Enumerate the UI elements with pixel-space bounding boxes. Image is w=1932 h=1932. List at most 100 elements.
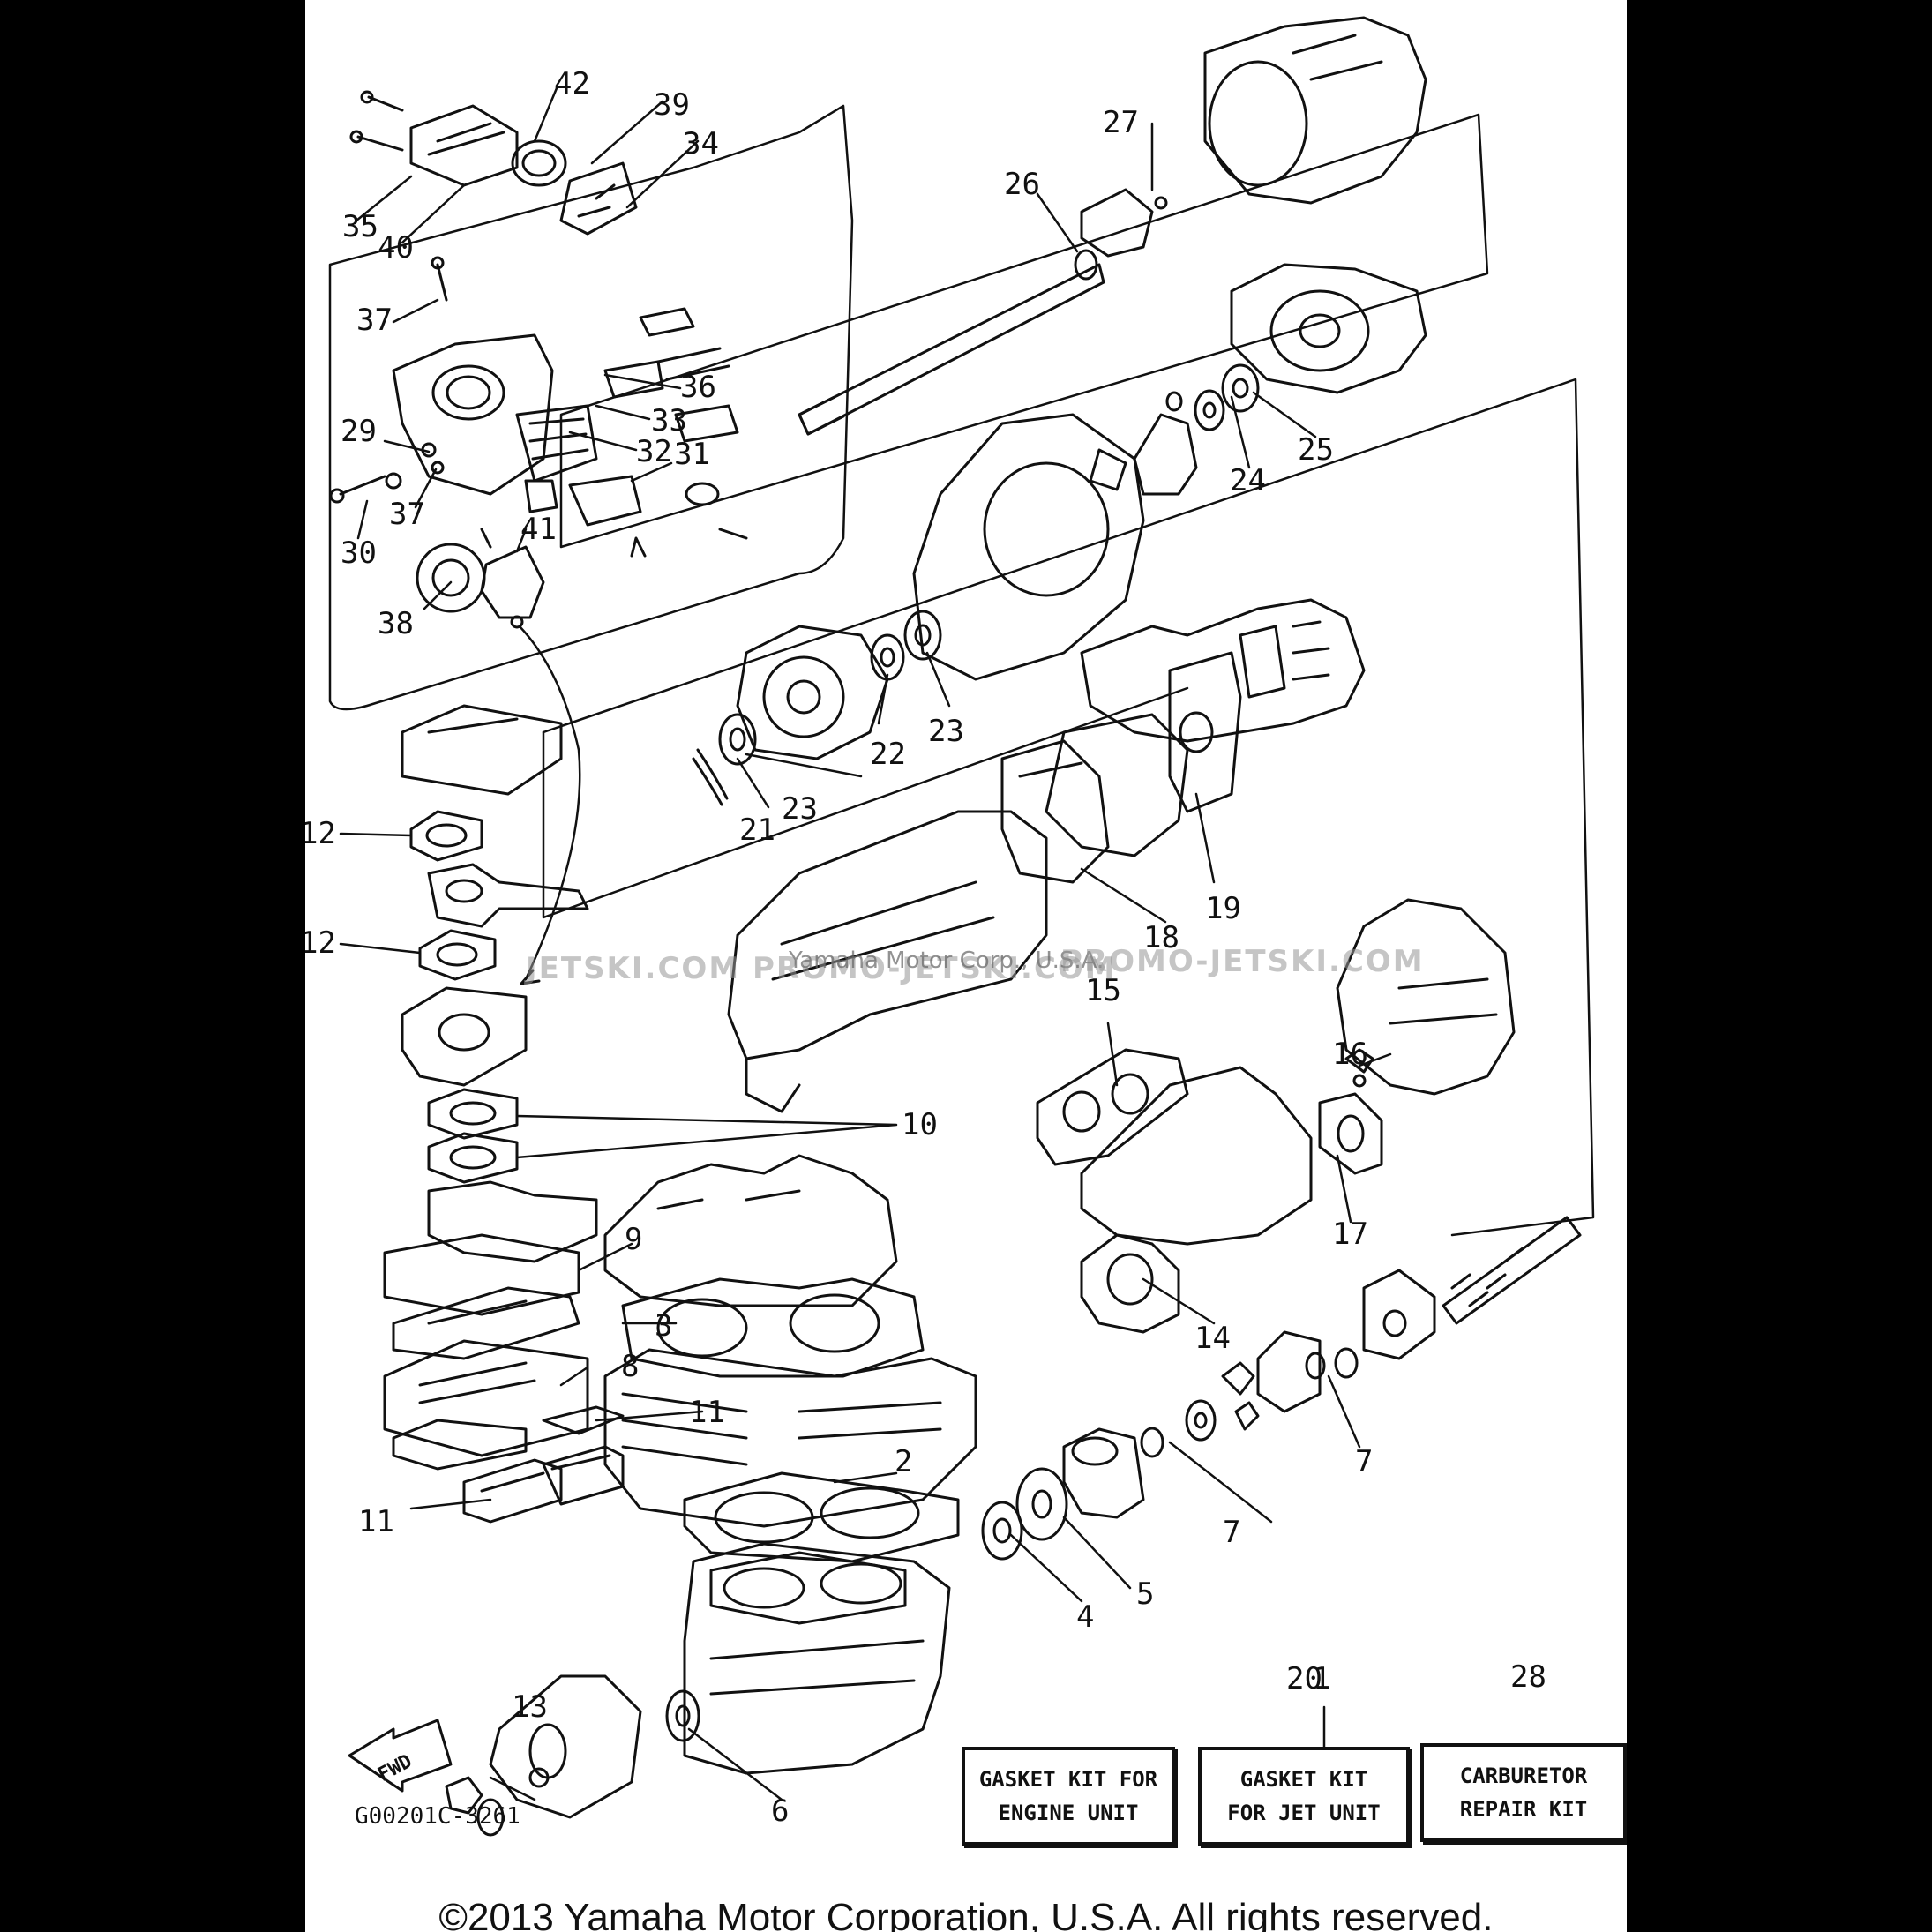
callout-33: 33 <box>651 403 687 438</box>
callout-4: 4 <box>1076 1599 1095 1635</box>
callout-40: 40 <box>378 230 414 266</box>
callout-11-left: 11 <box>358 1504 394 1539</box>
kit-jet-line2: FOR JET UNIT <box>1227 1801 1381 1825</box>
carburetor-body <box>392 307 748 558</box>
callout-30: 30 <box>341 535 377 571</box>
kit-engine-line1: GASKET KIT FOR <box>978 1766 1158 1792</box>
seal-23-upper <box>903 610 942 661</box>
cylinder-head-gasket-3 <box>621 1277 925 1378</box>
callout-24: 24 <box>1230 463 1266 498</box>
kit-engine-line2: ENGINE UNIT <box>998 1801 1139 1825</box>
callout-16: 16 <box>1332 1037 1368 1072</box>
callout-35: 35 <box>342 209 378 244</box>
reed-valves-11 <box>462 1445 625 1524</box>
callout-31: 31 <box>674 437 710 472</box>
jet-unit-outline-lower <box>542 686 1189 919</box>
intake-manifold-lower <box>401 986 528 1087</box>
oil-seal-6 <box>665 1689 700 1742</box>
callout-37-upper: 37 <box>356 303 393 338</box>
callout-28: 28 <box>1510 1659 1546 1695</box>
bearing-nut <box>1185 1399 1217 1442</box>
copyright-text: ©2013 Yamaha Motor Corporation, U.S.A. A… <box>438 1896 1494 1932</box>
callout-7-lower: 7 <box>1223 1515 1241 1550</box>
gasket-12-lower <box>418 929 497 981</box>
exhaust-gasket-15 <box>1036 1048 1189 1166</box>
seal-25 <box>1221 363 1260 413</box>
muffler <box>727 810 1048 1113</box>
screws-carb-top <box>349 90 448 302</box>
cylinder-block <box>603 1348 977 1528</box>
jet-unit-outline-upper <box>559 113 1489 549</box>
kit-box-jet-gasket: GASKET KIT FOR JET UNIT <box>1198 1747 1410 1846</box>
exploded-parts-diagram <box>328 16 1595 1837</box>
callout-29: 29 <box>341 414 377 449</box>
callout-25: 25 <box>1298 432 1334 468</box>
watermark-center: Yamaha Motor Corp., U.S.A. <box>789 947 1105 974</box>
exhaust-manifold <box>1045 713 1189 857</box>
carburetor-top-cover <box>409 104 638 236</box>
callout-39: 39 <box>654 87 690 123</box>
callout-36: 36 <box>680 370 716 405</box>
o-ring-7-upper <box>1334 1347 1359 1379</box>
water-lock <box>1336 898 1516 1096</box>
drive-shaft <box>798 263 1105 436</box>
rubber-damper <box>1221 1330 1322 1431</box>
callout-12-upper: 12 <box>305 816 336 851</box>
gasket-17 <box>1318 1092 1383 1175</box>
callout-2: 2 <box>895 1444 913 1479</box>
callout-8: 8 <box>621 1349 640 1384</box>
reed-valve-base-9 <box>383 1233 580 1316</box>
leader-lines <box>339 86 1392 1801</box>
callout-19: 19 <box>1205 891 1241 926</box>
callout-13: 13 <box>512 1689 548 1725</box>
carburetor-group-outline <box>328 104 854 711</box>
callout-7-right: 7 <box>1355 1444 1374 1479</box>
callout-12-lower: 12 <box>305 925 336 961</box>
diagram-sheet: 42 39 34 35 40 37 36 33 29 32 31 37 30 4… <box>305 0 1627 1932</box>
callout-17: 17 <box>1332 1217 1368 1252</box>
impeller-housing <box>1230 263 1427 394</box>
reed-gasket-9 <box>392 1286 580 1360</box>
callout-21: 21 <box>739 812 775 848</box>
callout-11-right: 11 <box>689 1395 725 1430</box>
gasket-12-upper <box>409 810 483 862</box>
flywheel-cover-13 <box>489 1674 642 1819</box>
seal-24 <box>1194 389 1225 431</box>
bearing-22 <box>870 633 905 681</box>
oil-seal-5 <box>1015 1467 1068 1541</box>
callout-27: 27 <box>1103 105 1139 140</box>
crankcase <box>683 1542 951 1775</box>
diagram-code: G00201C-3261 <box>355 1803 520 1830</box>
kit-carb-line1: CARBURETOR <box>1459 1763 1588 1788</box>
kit-jet-line1: GASKET KIT <box>1239 1766 1368 1792</box>
small-fitting-bottom <box>445 1776 483 1815</box>
callout-41: 41 <box>520 512 557 547</box>
gaskets-10 <box>427 1088 519 1184</box>
callout-38: 38 <box>378 606 414 641</box>
callout-9: 9 <box>625 1222 643 1257</box>
callout-6: 6 <box>771 1793 790 1829</box>
coupling-14 <box>1080 1233 1180 1334</box>
circlip-21 <box>692 748 729 806</box>
callout-5: 5 <box>1136 1576 1155 1612</box>
fwd-arrow <box>348 1719 453 1793</box>
seal-23-lower <box>718 713 757 766</box>
callout-37-lower: 37 <box>389 497 425 532</box>
reed-gasket-11 <box>392 1405 625 1471</box>
callout-23-upper: 23 <box>928 714 964 749</box>
o-ring-7-lower <box>1140 1427 1164 1458</box>
callout-22: 22 <box>870 737 906 772</box>
exhaust-gasket-19 <box>1168 651 1242 813</box>
nozzle-seal-27 <box>1080 188 1168 258</box>
drain-bolt-16 <box>1344 1048 1374 1088</box>
callout-15: 15 <box>1085 973 1121 1008</box>
steering-nozzle <box>1203 16 1427 205</box>
jet-unit-outline-middle <box>542 378 1595 1237</box>
callout-1: 1 <box>1313 1661 1331 1696</box>
intake-manifold-upper <box>427 863 589 928</box>
base-gasket-2 <box>683 1471 960 1563</box>
watermark-left: JETSKI.COM PROMO-JETSKI.COM <box>526 951 1117 986</box>
small-oring <box>1305 1352 1326 1380</box>
callout-42: 42 <box>554 66 590 101</box>
reed-valve-block-8 <box>383 1339 589 1457</box>
